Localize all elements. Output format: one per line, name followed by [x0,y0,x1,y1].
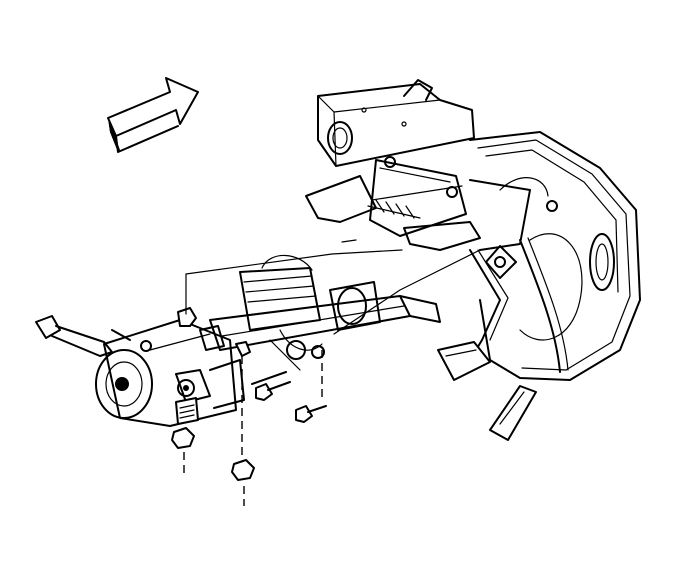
view-direction-arrow-icon [107,77,199,153]
multifunction-switch-lever [35,315,131,357]
column-lower-housing [95,319,245,427]
dash-panel [469,131,641,381]
pedal-bracket-assembly [305,156,558,251]
fasteners [171,307,327,481]
nut-left [171,427,195,449]
pedal-arms [437,237,569,441]
stud-upper-left [177,307,197,327]
alignment-lines [183,239,481,506]
nut-center [231,459,255,481]
bolt-head-2 [295,405,313,423]
steering-column [209,254,441,371]
bolt-head-1 [255,383,273,401]
stud-center [235,341,251,357]
instrument-panel-beam [317,79,475,167]
